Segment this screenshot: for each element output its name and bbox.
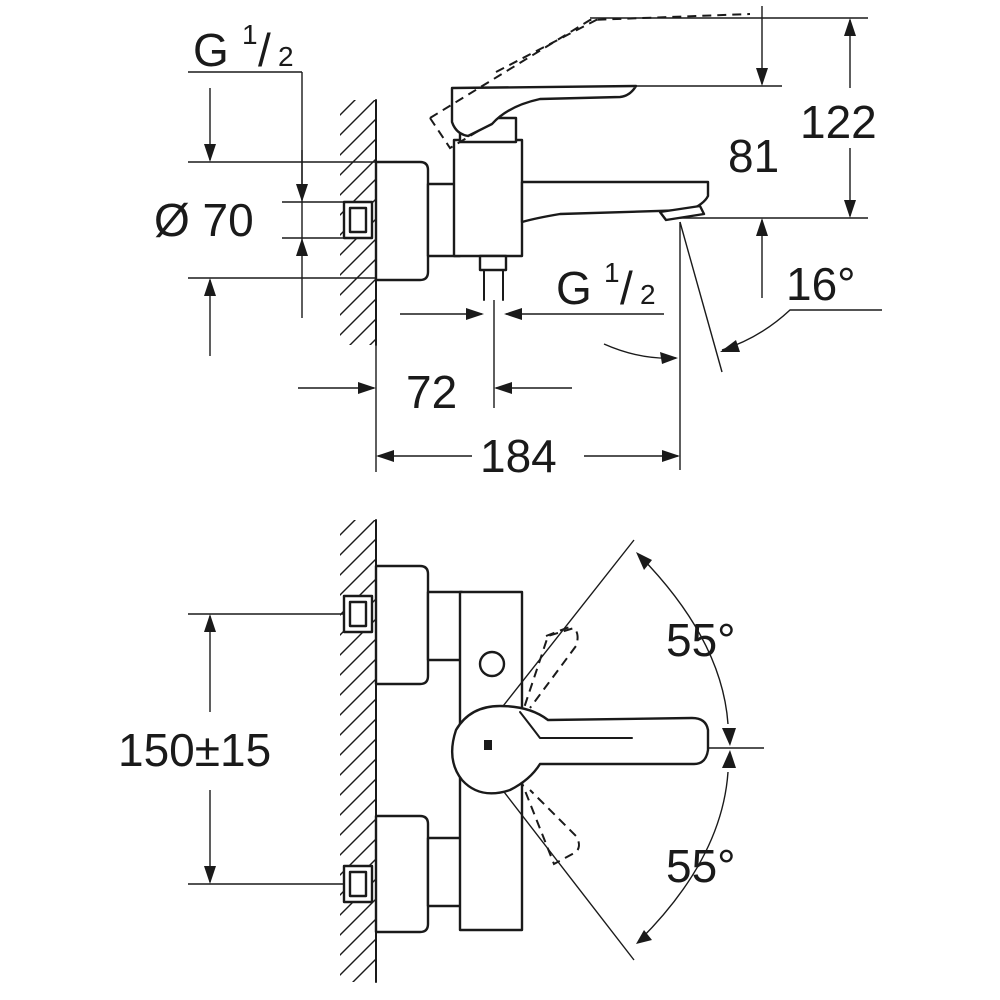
dimension-inlet-thread <box>188 71 376 356</box>
lever-swing-positions <box>519 625 580 866</box>
total-height-label: 122 <box>800 96 877 148</box>
spout-aerator <box>658 204 706 222</box>
dimension-outlet-thread <box>400 308 664 320</box>
inlet-thread-prefix: G <box>193 24 229 76</box>
upper-rosette <box>374 564 430 686</box>
dimension-valve-offset <box>298 300 572 472</box>
mixer-body <box>452 138 524 258</box>
outlet-thread-prefix: G <box>556 262 592 314</box>
lever-open-position <box>429 13 751 150</box>
dimension-projection <box>376 450 680 462</box>
front-view: 55° 55° 150±15 <box>118 519 764 983</box>
lever-indicator <box>484 740 492 750</box>
lever <box>450 84 638 138</box>
outlet-thread-denominator: 2 <box>640 279 656 310</box>
diverter-knob <box>478 650 506 678</box>
rosette-diameter-label: Ø 70 <box>154 194 254 246</box>
lever-angle-up-label: 55° <box>666 614 736 666</box>
inlet-thread-slash: / <box>258 24 271 76</box>
inlet-thread-numerator: 1 <box>242 19 258 50</box>
lower-connector <box>426 836 464 908</box>
side-view: G 1 / 2 Ø 70 81 122 <box>154 6 882 482</box>
rosette <box>374 160 430 282</box>
lower-rosette <box>374 814 430 934</box>
dimension-spout-angle <box>603 221 882 470</box>
lever-grip-line <box>519 711 633 739</box>
projection-label: 184 <box>480 430 557 482</box>
dimension-heights <box>590 6 868 298</box>
outlet-stub <box>478 254 508 272</box>
spout-height-label: 81 <box>728 130 779 182</box>
valve-offset-label: 72 <box>406 366 457 418</box>
lever-angle-down-label: 55° <box>666 840 736 892</box>
spout-angle-label: 16° <box>786 258 856 310</box>
outlet-thread-slash: / <box>620 262 633 314</box>
dimension-inlet-spacing <box>188 613 344 885</box>
outlet-thread-numerator: 1 <box>604 257 620 288</box>
wall-section-bottom <box>340 519 377 983</box>
inlet-thread-denominator: 2 <box>278 41 294 72</box>
front-lever <box>450 704 710 795</box>
upper-connector <box>426 590 464 662</box>
inlet-spacing-label: 150±15 <box>118 724 271 776</box>
